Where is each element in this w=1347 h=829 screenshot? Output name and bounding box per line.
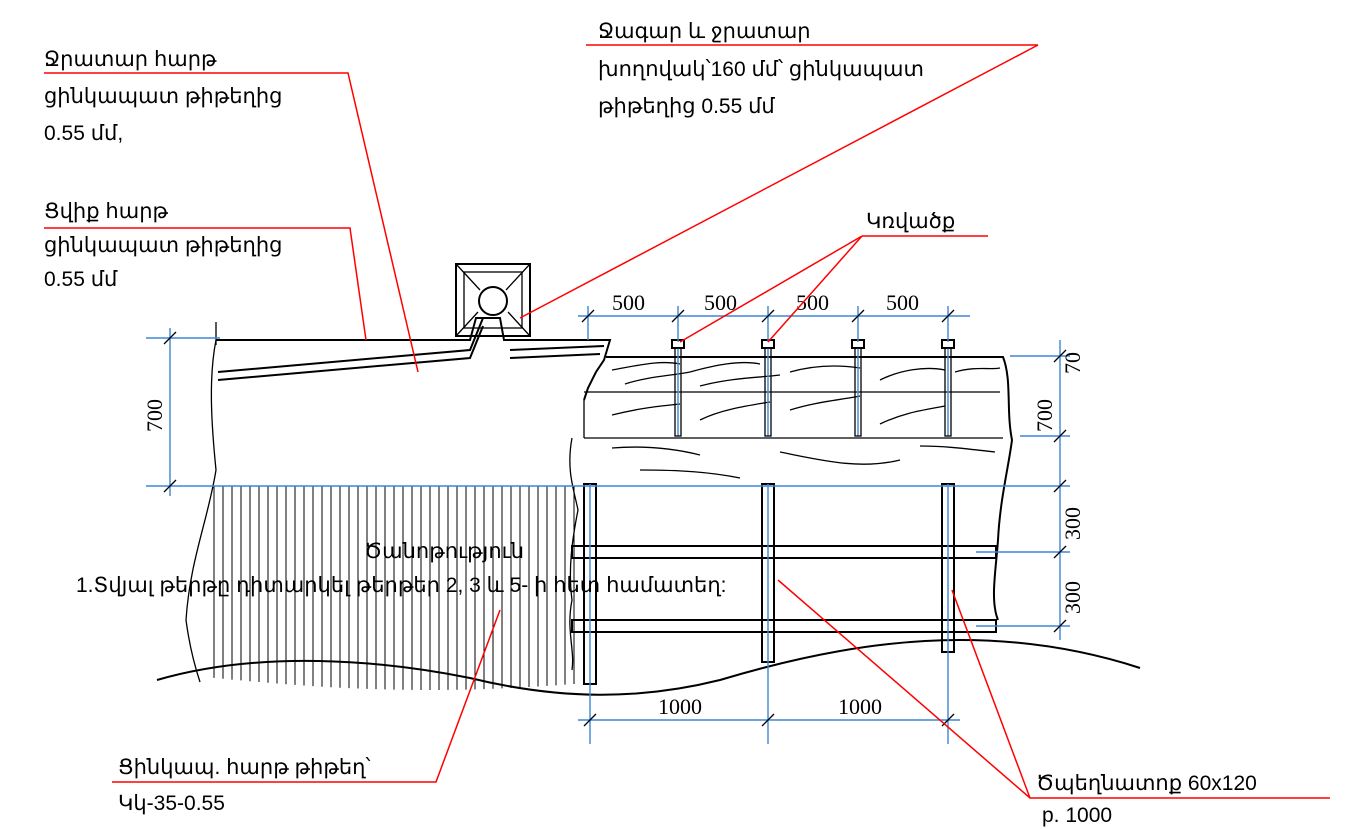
dim-right-mid: 700: [1032, 399, 1057, 432]
dim-bolt-4: 500: [886, 290, 919, 315]
label-drip-sheet-2: ցինկապատ թիթեղից: [44, 234, 282, 257]
label-drip-sheet-1: Ցվիք հարթ: [44, 200, 169, 223]
label-drain-sheet-1: Ջրատար հարթ: [44, 48, 217, 71]
dim-bolt-2: 500: [704, 290, 737, 315]
label-drain-sheet-3: 0.55 մմ,: [44, 122, 123, 145]
dimension-labels: 500 500 500 500 1000 1000 700 70 700 300…: [142, 290, 1085, 719]
dim-post-1: 1000: [658, 694, 702, 719]
annotations: Ջրատար հարթ ցինկապատ թիթեղից 0.55 մմ, Ջա…: [44, 20, 1257, 827]
label-gutter-3: թիթեղից 0.55 մմ: [598, 95, 775, 118]
bolt: [941, 339, 955, 437]
ground-line: [156, 638, 1141, 696]
dim-bolt-1: 500: [612, 290, 645, 315]
label-beam-1: Ծպեղնատոք 60x120: [1036, 772, 1257, 795]
bolt: [761, 339, 775, 437]
dim-left-height: 700: [142, 399, 167, 432]
label-drain-sheet-2: ցինկապատ թիթեղից: [44, 85, 282, 108]
dim-right-top: 70: [1060, 352, 1085, 374]
dimension-lines: [146, 306, 1070, 744]
dim-post-2: 1000: [838, 694, 882, 719]
hatched-sheet: [213, 486, 575, 690]
dim-bolt-3: 500: [796, 290, 829, 315]
label-drip-sheet-3: 0.55 մմ: [44, 268, 118, 291]
roof-slab: [185, 317, 612, 683]
dim-right-low2: 300: [1060, 581, 1085, 614]
clamp-bolts: [671, 339, 955, 437]
label-clamp: Կռվածք: [866, 210, 955, 233]
note-text: 1.Տվյալ թերթը դիտարկել թերթեր 2, 3 և 5- …: [76, 574, 727, 597]
gutter-box: [455, 263, 531, 337]
bolt: [671, 339, 685, 437]
timber-block: [569, 356, 1014, 671]
label-beam-2: p. 1000: [1042, 804, 1112, 827]
label-gutter-2: խողովակ՝160 մմ՝ ցինկապատ: [598, 58, 924, 81]
label-profiled-sheet-2: Կկ-35-0.55: [118, 792, 225, 815]
label-gutter-1: Ջագար և ջրատար: [598, 20, 811, 43]
label-profiled-sheet-1: Ցինկապ. հարթ թիթեղ՝: [118, 756, 370, 779]
leader-lines: [44, 44, 1330, 799]
bolt: [851, 339, 865, 437]
note-title: Ծանոթություն: [364, 540, 524, 563]
dim-right-low1: 300: [1060, 507, 1085, 540]
